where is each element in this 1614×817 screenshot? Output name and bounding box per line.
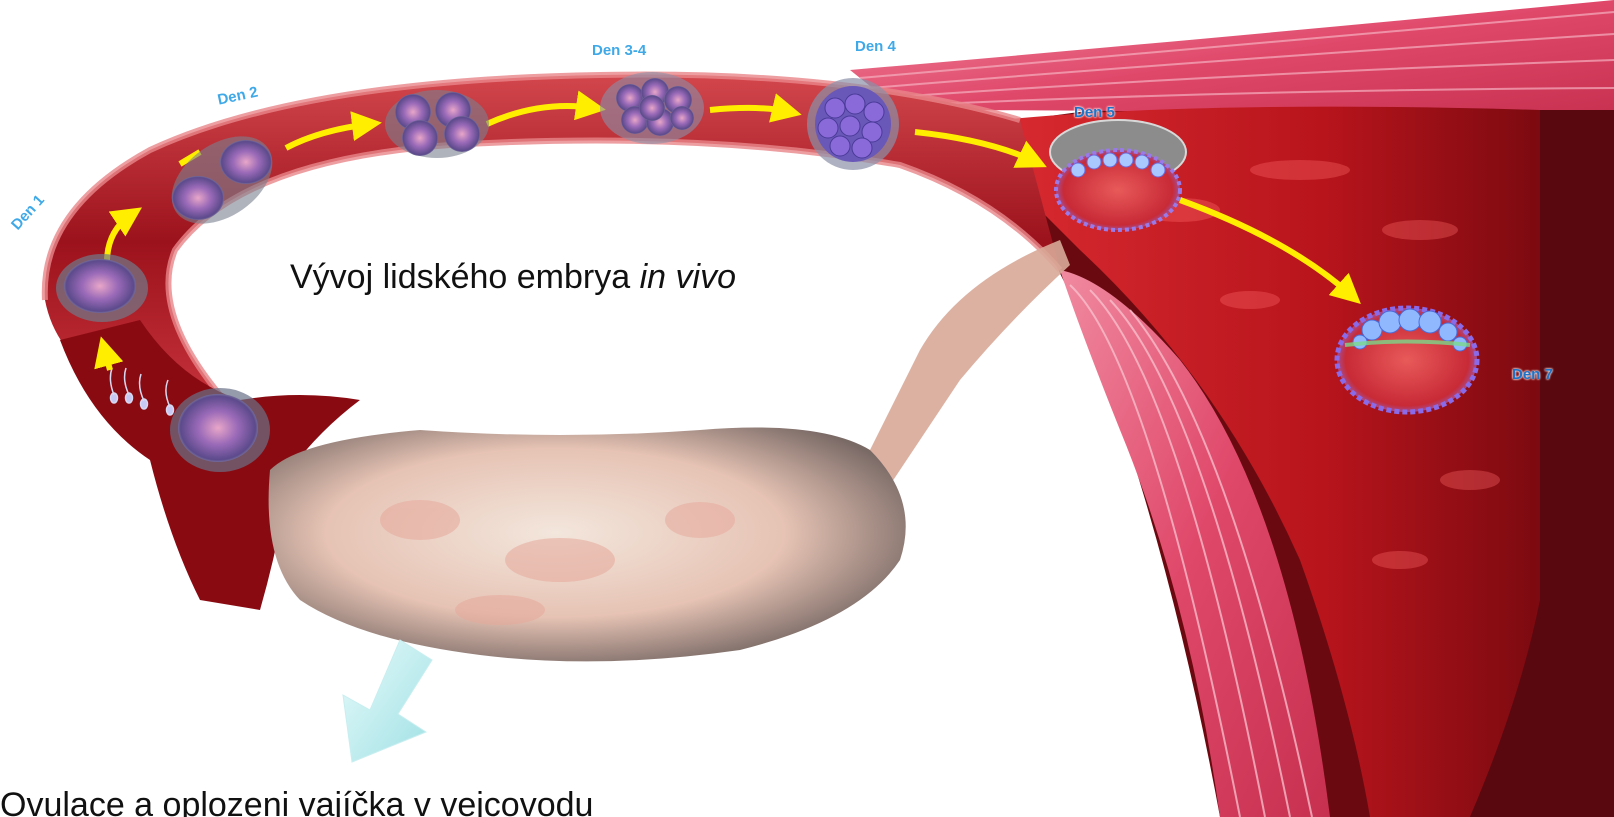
down-arrow xyxy=(343,640,432,762)
zygote-day1 xyxy=(56,254,148,322)
label-den-4: Den 4 xyxy=(855,38,896,55)
label-den-3-4: Den 3-4 xyxy=(592,42,646,59)
ovarian-ligament xyxy=(860,240,1070,500)
label-den-7: Den 7 xyxy=(1512,366,1553,383)
diagram-title: Vývoj lidského embrya in vivo xyxy=(290,258,736,297)
embryo-4-cell xyxy=(385,90,489,158)
title-italic: in vivo xyxy=(640,258,736,296)
blastocyst-implanting xyxy=(1337,308,1477,412)
title-main: Vývoj lidského embrya xyxy=(290,258,630,296)
morula xyxy=(807,78,899,170)
embryo-8-cell xyxy=(600,72,704,144)
bottom-caption: Ovulace a oplozeni vajíčka v vejcovodu xyxy=(0,788,593,817)
egg-cell xyxy=(170,388,270,472)
label-den-5: Den 5 xyxy=(1074,104,1115,121)
blastocyst-hatching xyxy=(1050,120,1186,230)
